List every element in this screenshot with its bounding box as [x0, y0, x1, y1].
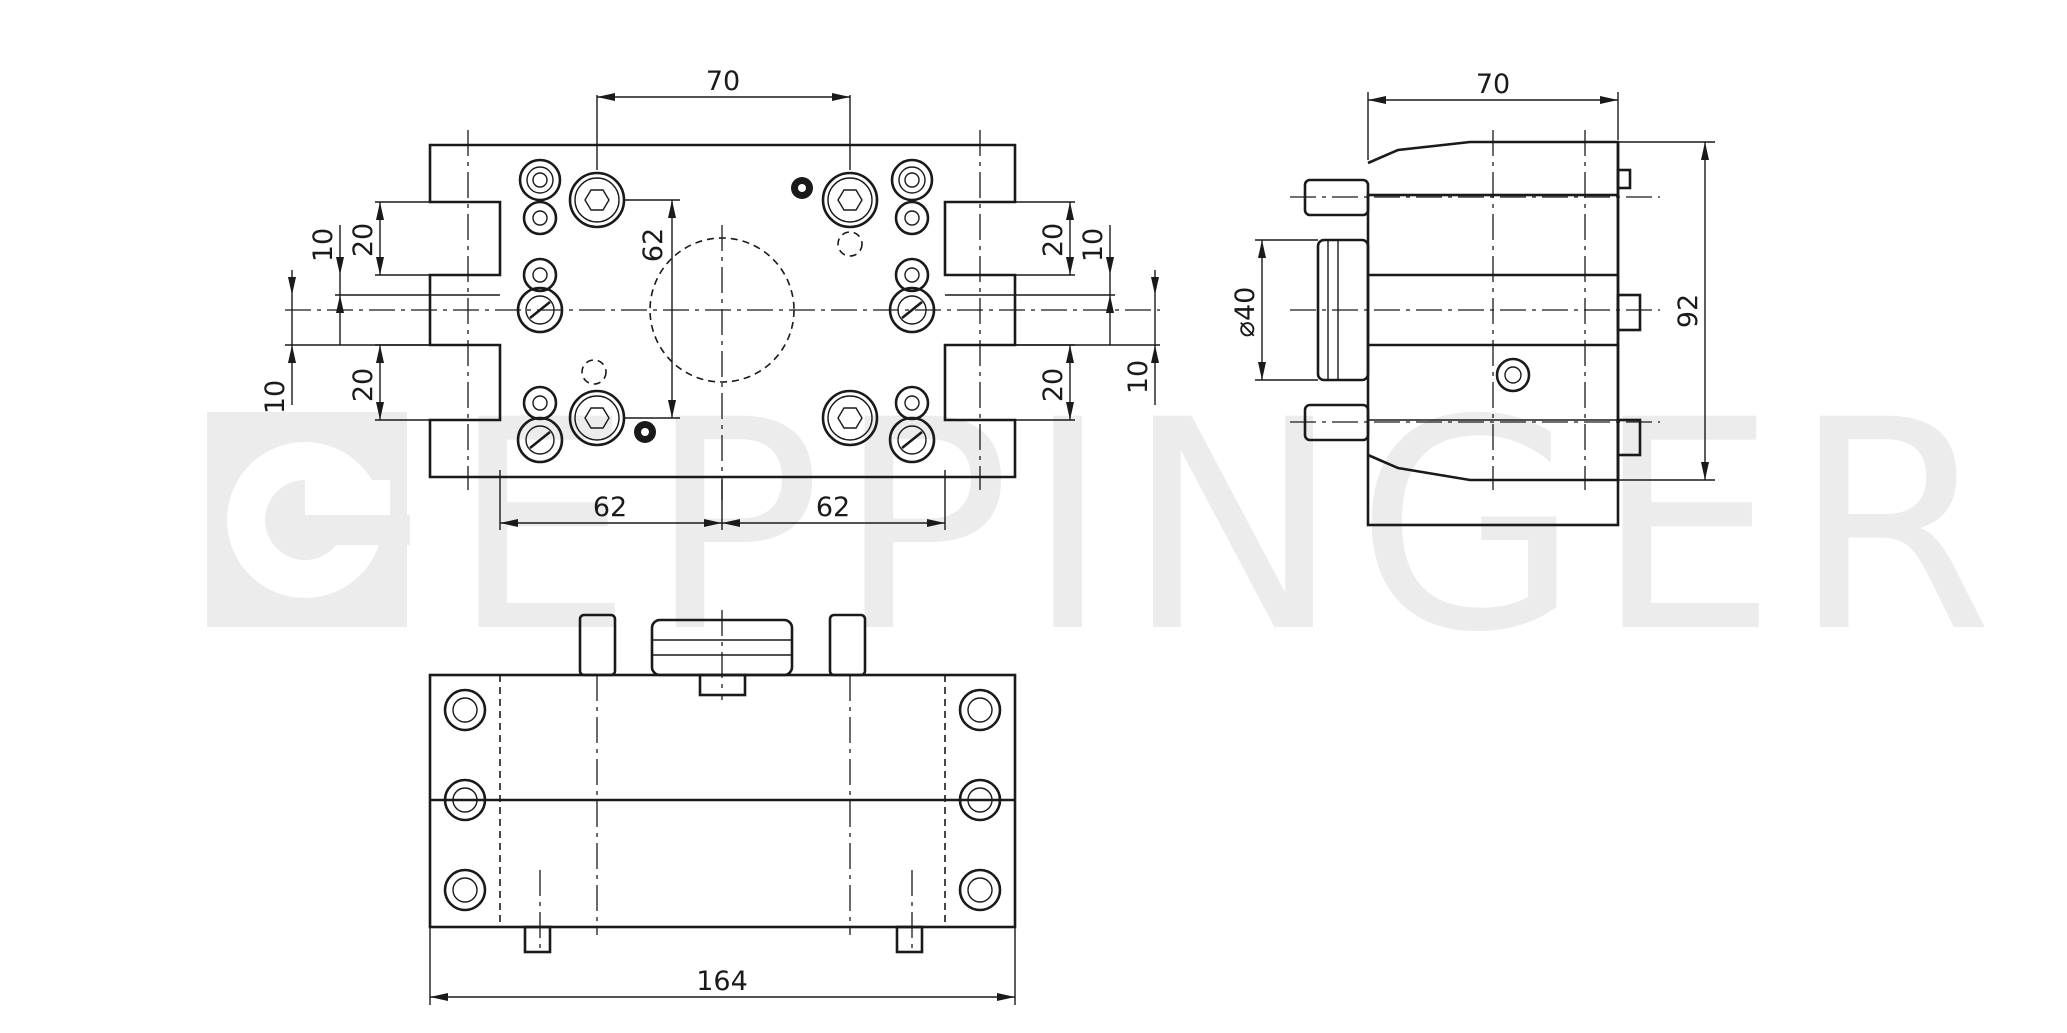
watermark-logo-icon	[207, 412, 410, 627]
side-view: 70 92 ⌀40	[1230, 69, 1715, 527]
bolt-icon	[958, 778, 1002, 822]
dim-left-offset-upper-label: 10	[308, 228, 339, 262]
bolt-icon	[894, 257, 930, 293]
watermark: EPPINGER	[207, 359, 2007, 696]
bolt-icon	[890, 158, 934, 202]
bolt-icon	[894, 200, 930, 236]
hex-screw-icon	[568, 389, 626, 447]
bolt-icon	[516, 286, 564, 334]
bolt-icon	[522, 200, 558, 236]
dim-right-pitch-label: 62	[816, 492, 850, 523]
watermark-text: EPPINGER	[450, 359, 2007, 696]
dim-left-pitch-label: 62	[593, 492, 627, 523]
hex-screw-icon	[821, 171, 879, 229]
bolt-icon	[516, 416, 564, 464]
hex-screw-icon	[821, 389, 879, 447]
hex-screw-icon	[568, 171, 626, 229]
dim-side-diameter-label: ⌀40	[1230, 287, 1261, 338]
bottom-view: 164	[428, 610, 1017, 1005]
bolt-icon	[958, 688, 1002, 732]
dim-right-offset-upper-label: 10	[1078, 228, 1109, 262]
bolt-icon	[518, 158, 562, 202]
bolt-icon	[1495, 357, 1531, 393]
dim-right-slot-lower-label: 20	[1038, 368, 1069, 402]
dim-top-width-label: 70	[706, 66, 740, 97]
dim-left-slot-upper-label: 20	[348, 223, 379, 257]
dim-right-offset-lower-label: 10	[1123, 360, 1154, 394]
dowel-pin-icon	[634, 421, 656, 443]
bolt-icon	[522, 257, 558, 293]
dim-left-offset-lower-label: 10	[260, 380, 291, 414]
dim-right-slot-upper-label: 20	[1038, 223, 1069, 257]
bolt-icon	[888, 416, 936, 464]
bolt-icon	[958, 868, 1002, 912]
dowel-pin-icon	[791, 177, 813, 199]
bolt-icon	[888, 286, 936, 334]
dim-left-slot-lower-label: 20	[348, 368, 379, 402]
dim-overall-width-label: 164	[696, 966, 748, 997]
dim-side-width-label: 70	[1476, 69, 1510, 100]
dim-side-height-label: 92	[1673, 294, 1704, 328]
bolt-icon	[443, 778, 487, 822]
bolt-icon	[443, 868, 487, 912]
dim-vertical-pitch-label: 62	[638, 228, 669, 262]
front-view: 70 62 62 62 20 20 10 10	[260, 66, 1160, 530]
bolt-icon	[443, 688, 487, 732]
